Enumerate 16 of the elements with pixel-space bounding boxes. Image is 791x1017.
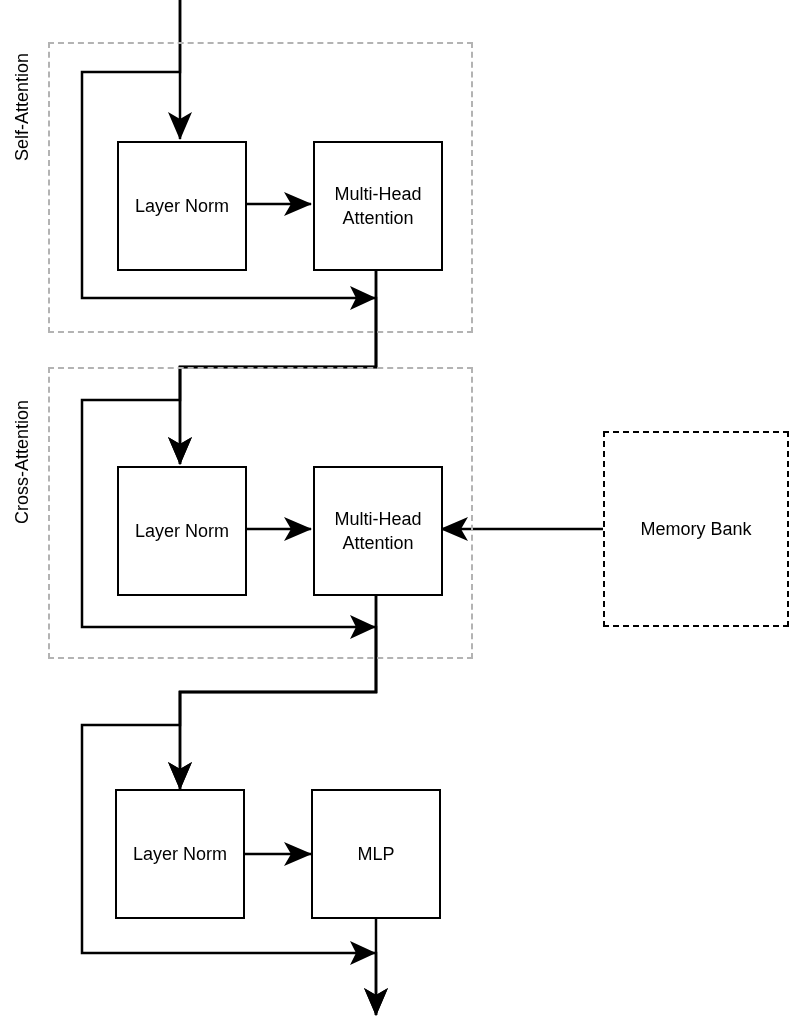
box-label: Multi-Head Attention <box>333 507 423 555</box>
process-box <box>311 789 441 919</box>
process-box <box>117 141 247 271</box>
process-box <box>313 466 443 596</box>
process-box <box>117 466 247 596</box>
box-label: Layer Norm <box>134 519 230 543</box>
box-label: Layer Norm <box>134 194 230 218</box>
box-label: Memory Bank <box>639 517 753 541</box>
group-label: Self-Attention <box>10 52 33 162</box>
box-label: MLP <box>356 842 396 866</box>
box-label: Multi-Head Attention <box>333 182 423 230</box>
group-label: Cross-Attention <box>10 399 33 525</box>
process-box <box>313 141 443 271</box>
box-label: Layer Norm <box>132 842 228 866</box>
process-box <box>115 789 245 919</box>
dashed-box <box>603 431 789 627</box>
